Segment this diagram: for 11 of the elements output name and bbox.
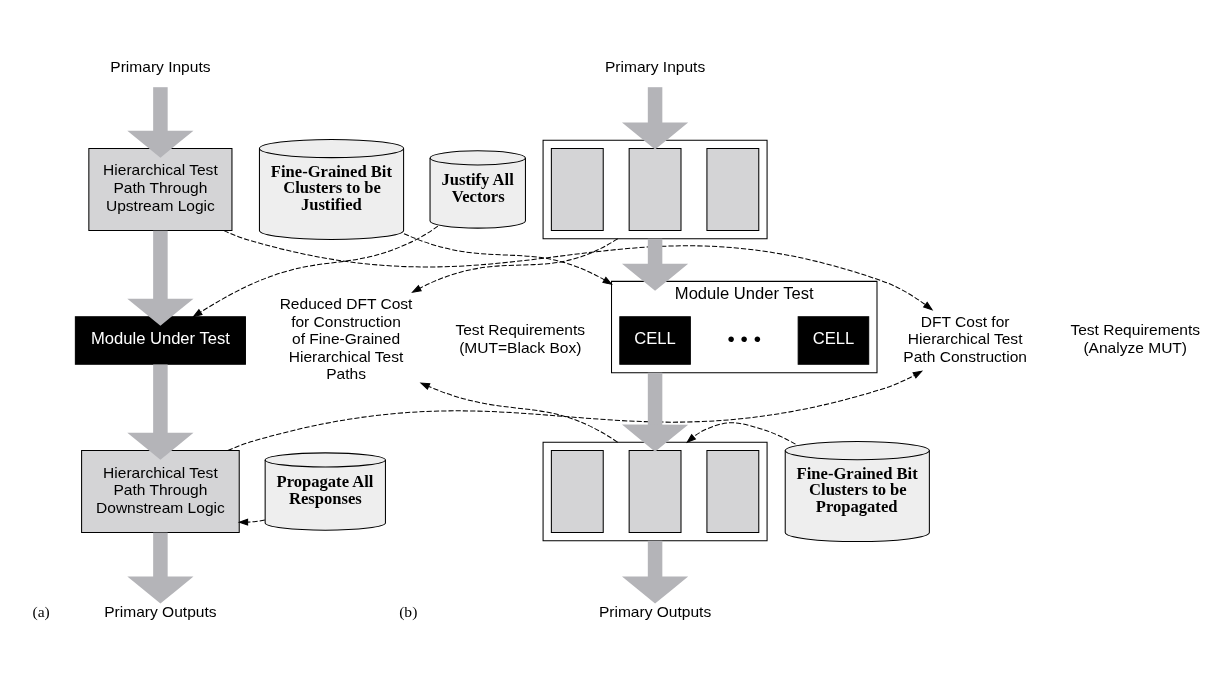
label: • • •: [727, 326, 761, 350]
node-text: Primary Outputs: [598, 602, 711, 620]
node-text: Primary Inputs: [109, 57, 211, 75]
node-text: Reduced DFT Cost for Construction of Fine-Grained Hierarchical Test Paths: [279, 294, 412, 382]
label: (a): [32, 602, 50, 620]
node-text: Primary Outputs: [103, 602, 217, 620]
node-text: DFT Cost for Hierarchical Test Path Construction: [902, 312, 1027, 365]
label: Test Requirements (MUT=Black Box): [454, 320, 585, 356]
label: (b): [398, 602, 417, 620]
label: Test Requirements (Analyze MUT): [1069, 320, 1200, 356]
node-text: Primary Inputs: [604, 57, 705, 75]
